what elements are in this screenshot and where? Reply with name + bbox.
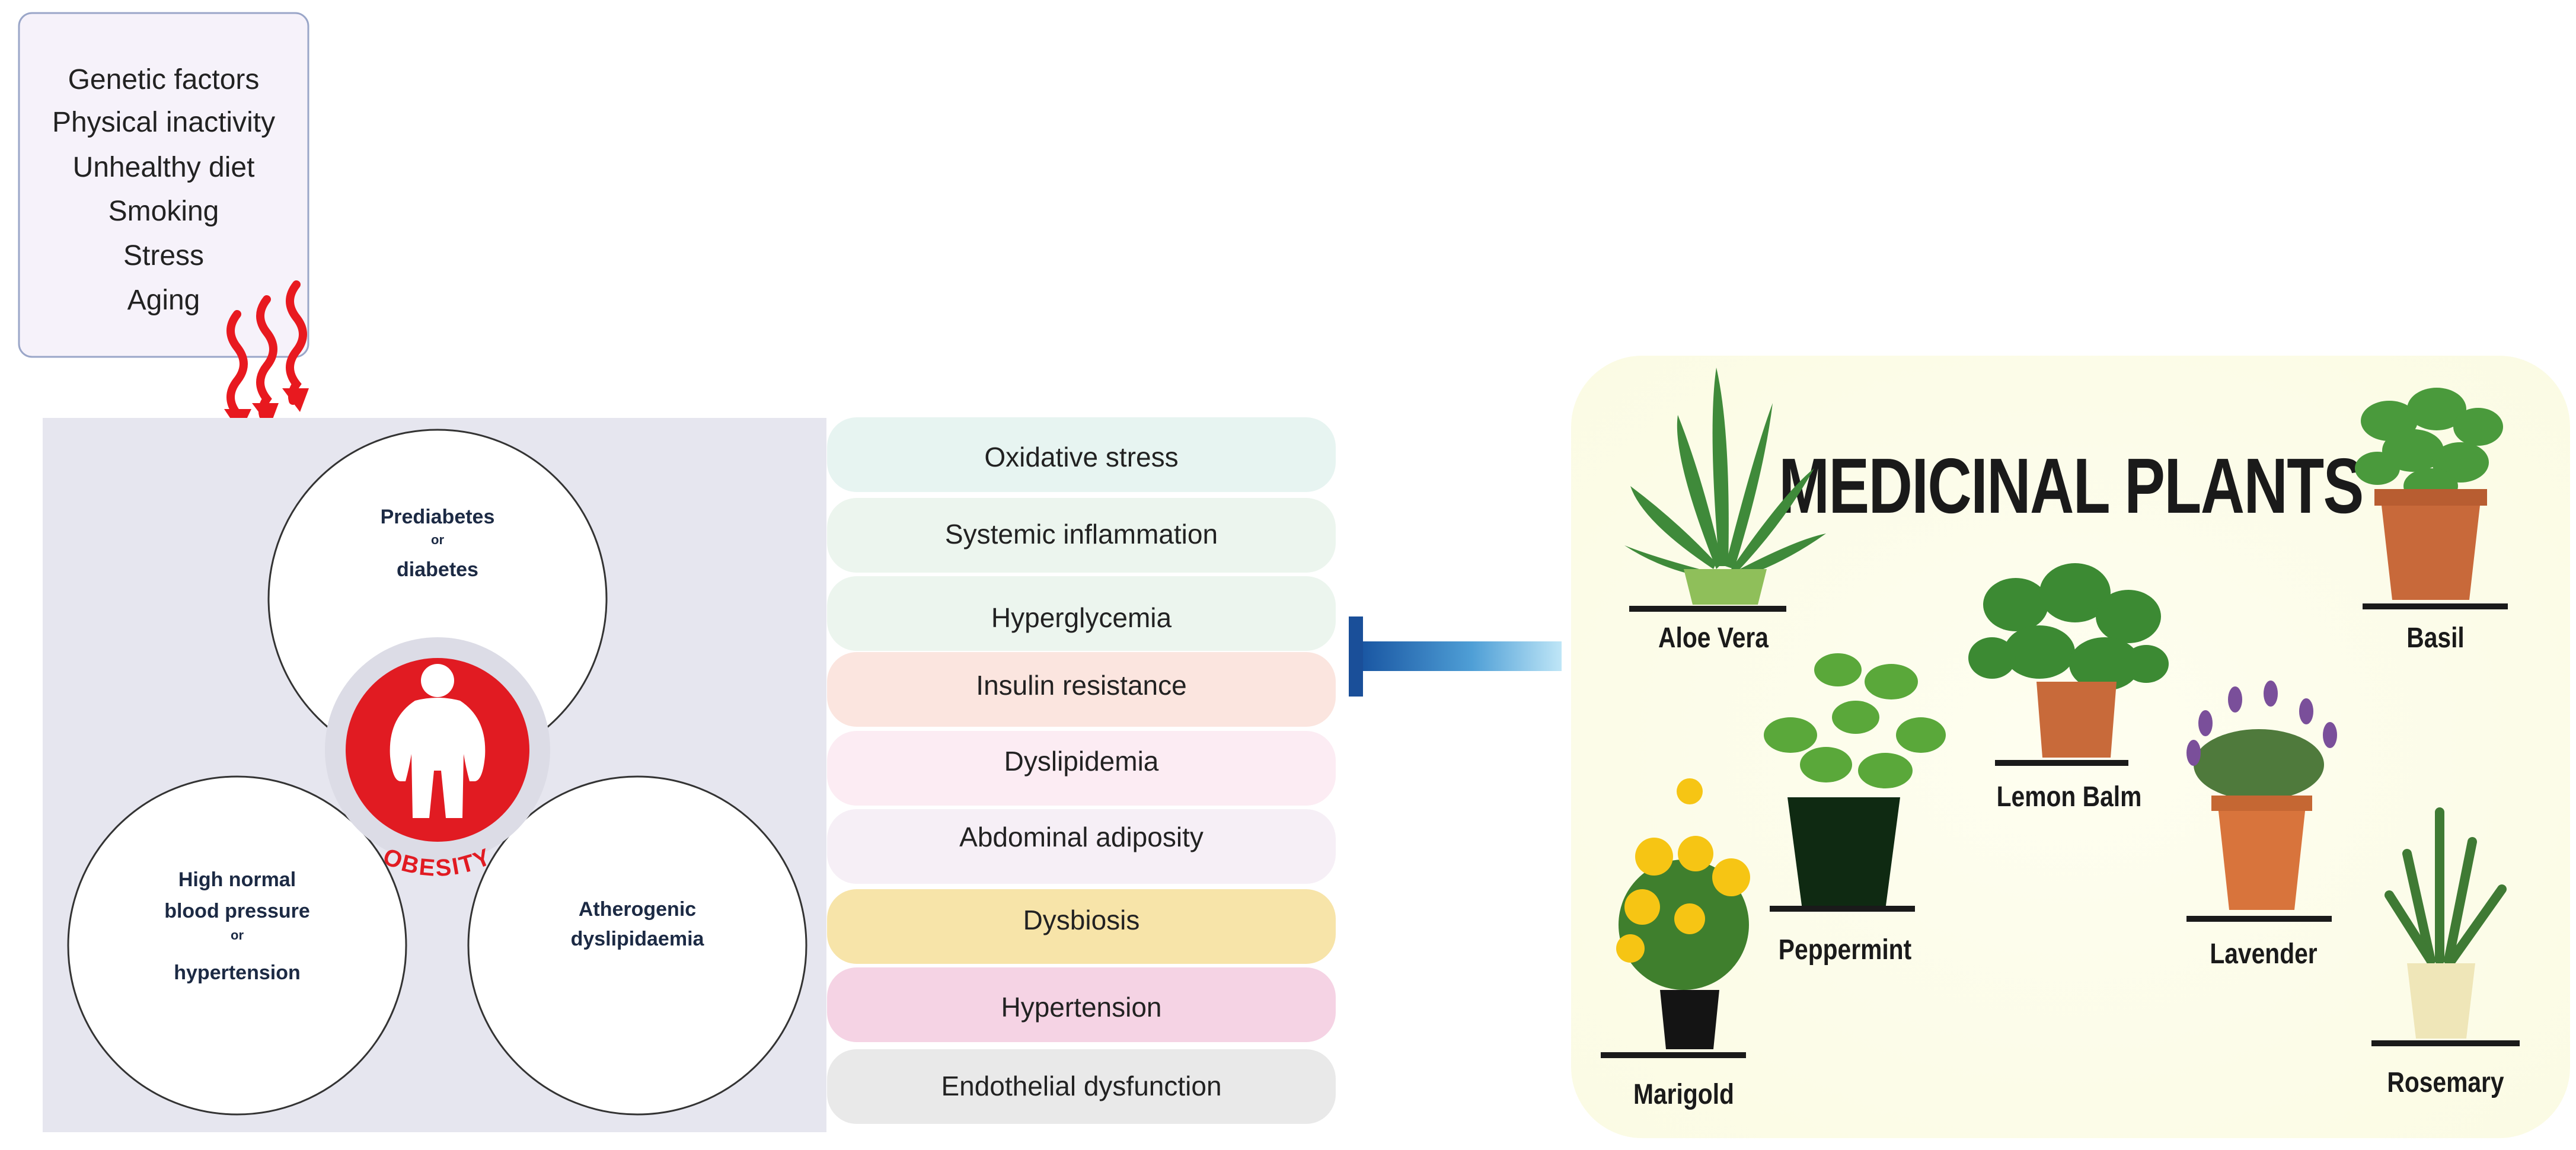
svg-text:Aloe Vera: Aloe Vera xyxy=(1658,622,1769,654)
condition-pill xyxy=(827,967,1336,1042)
svg-text:Prediabetes: Prediabetes xyxy=(381,506,495,528)
plants-panel: MEDICINAL PLANTS Aloe Vera xyxy=(1571,356,2570,1138)
condition-label: Abdominal adiposity xyxy=(959,822,1204,852)
svg-text:High normal: High normal xyxy=(178,868,296,891)
condition-label: Insulin resistance xyxy=(976,670,1186,701)
conditions-list: Oxidative stress Systemic inflammation H… xyxy=(827,417,1336,1124)
condition-label: Endothelial dysfunction xyxy=(941,1071,1221,1101)
risk-factor: Physical inactivity xyxy=(52,107,275,138)
svg-text:Atherogenic: Atherogenic xyxy=(579,898,696,921)
wavy-arrows xyxy=(226,280,307,420)
svg-text:Basil: Basil xyxy=(2406,622,2464,654)
condition-label: Dyslipidemia xyxy=(1004,746,1159,777)
condition-pill xyxy=(827,652,1336,727)
svg-text:Peppermint: Peppermint xyxy=(1779,934,1912,966)
aloe-vera-plant: Aloe Vera xyxy=(1624,368,1826,654)
plants-title: MEDICINAL PLANTS xyxy=(1779,443,2363,530)
svg-text:hypertension: hypertension xyxy=(174,961,300,984)
marigold-plant: Marigold xyxy=(1601,778,1750,1110)
condition-pill xyxy=(827,731,1336,806)
condition-pill xyxy=(827,576,1336,651)
inhibition-arrow xyxy=(1349,616,1562,697)
svg-text:Rosemary: Rosemary xyxy=(2387,1067,2504,1098)
svg-text:Lavender: Lavender xyxy=(2210,938,2317,970)
person-icon xyxy=(390,664,486,818)
condition-pill xyxy=(827,889,1336,964)
condition-pill xyxy=(827,1049,1336,1124)
condition-pill xyxy=(827,498,1336,573)
svg-text:diabetes: diabetes xyxy=(397,558,478,581)
svg-text:dyslipidaemia: dyslipidaemia xyxy=(571,928,705,950)
peppermint-plant: Peppermint xyxy=(1764,653,1946,966)
risk-factor: Stress xyxy=(123,240,204,271)
basil-plant: Basil xyxy=(2355,388,2508,654)
lemon-balm-plant: Lemon Balm xyxy=(1968,563,2169,813)
condition-pill xyxy=(827,809,1336,884)
risk-factor: Genetic factors xyxy=(68,64,260,95)
condition-label: Systemic inflammation xyxy=(945,519,1218,550)
svg-text:blood pressure: blood pressure xyxy=(164,900,310,922)
right-circle xyxy=(467,775,807,1116)
condition-label: Hyperglycemia xyxy=(991,602,1172,633)
svg-text:Lemon Balm: Lemon Balm xyxy=(1997,781,2142,813)
risk-factor: Smoking xyxy=(108,196,219,227)
svg-text:Marigold: Marigold xyxy=(1633,1079,1734,1110)
svg-text:or: or xyxy=(231,928,244,943)
risk-factors-box: Genetic factors Physical inactivity Unhe… xyxy=(18,12,309,358)
svg-text:or: or xyxy=(431,532,444,547)
risk-factor: Aging xyxy=(127,285,200,316)
condition-pill xyxy=(827,417,1336,492)
condition-label: Hypertension xyxy=(1001,992,1161,1023)
left-circle xyxy=(67,775,407,1116)
rosemary-plant: Rosemary xyxy=(2371,807,2520,1098)
syndrome-panel: Prediabetes or diabetes High normal bloo… xyxy=(43,418,826,1132)
lavender-plant: Lavender xyxy=(2186,681,2337,970)
risk-factor: Unhealthy diet xyxy=(73,152,255,183)
condition-label: Oxidative stress xyxy=(984,442,1178,472)
condition-label: Dysbiosis xyxy=(1023,905,1140,935)
